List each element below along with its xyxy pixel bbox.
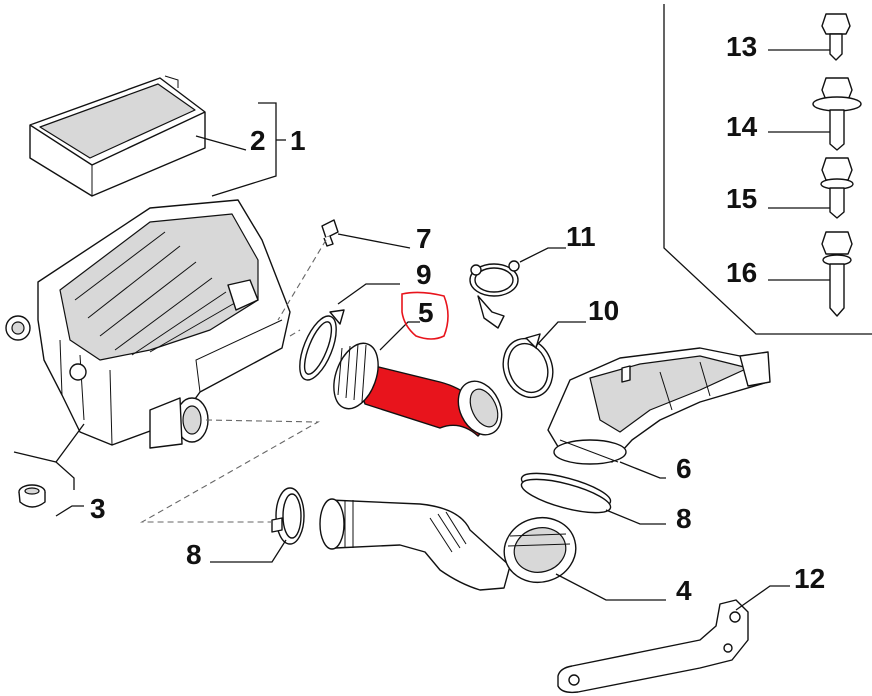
clamp-ring-9 (299, 309, 345, 381)
label-14: 14 (726, 111, 758, 142)
clamp-ring-8-right (520, 472, 612, 514)
label-9: 9 (416, 259, 432, 290)
bracket (557, 599, 749, 694)
intake-resonator (547, 347, 771, 465)
leader-lines (13, 49, 830, 611)
label-13: 13 (726, 31, 757, 62)
intake-hose-highlighted (333, 342, 503, 437)
alignment-lines (139, 239, 327, 523)
part-number-labels: 2 1 3 7 9 5 11 10 6 8 4 12 8 13 14 15 16 (90, 31, 825, 606)
fastener-inset-border (663, 4, 872, 335)
grommet (18, 484, 46, 508)
clamp-ring-8-left (271, 487, 305, 545)
label-5: 5 (418, 297, 434, 328)
label-1: 1 (290, 125, 306, 156)
spring-clamp (469, 260, 520, 329)
label-15: 15 (726, 183, 757, 214)
label-6: 6 (676, 453, 692, 484)
label-2: 2 (250, 125, 266, 156)
bolt-16 (821, 231, 853, 317)
label-3: 3 (90, 493, 106, 524)
air-filter-housing (5, 199, 291, 449)
highlight-callout (401, 291, 449, 340)
label-16: 16 (726, 257, 757, 288)
bolt-13 (821, 13, 851, 61)
label-4: 4 (676, 575, 692, 606)
label-7: 7 (416, 223, 432, 254)
screw (321, 219, 339, 247)
bolt-14 (812, 77, 862, 151)
label-10: 10 (588, 295, 619, 326)
label-11: 11 (566, 221, 596, 252)
label-8-right: 8 (676, 503, 692, 534)
air-filter-element (29, 75, 206, 197)
label-12: 12 (794, 563, 825, 594)
clamp-ring-10 (502, 333, 554, 399)
label-8-left: 8 (186, 539, 202, 570)
bolt-15 (820, 157, 854, 219)
long-intake-hose (319, 498, 577, 591)
